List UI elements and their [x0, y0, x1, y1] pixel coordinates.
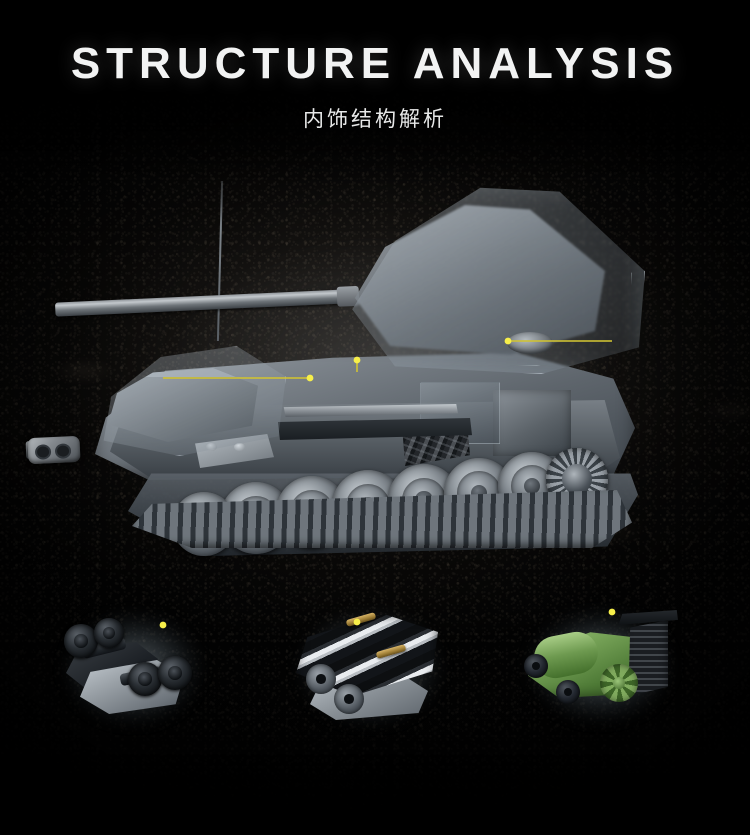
detail-part-suspension: suspension-bogie-assembly — [34, 582, 232, 748]
bogie-wheel — [94, 618, 124, 648]
detail-part-engine: engine-radiator-assembly — [496, 578, 704, 746]
bogie-wheel — [128, 662, 162, 696]
track-assembly — [128, 438, 638, 556]
muzzle-brake — [27, 435, 81, 465]
page-title: STRUCTURE ANALYSIS — [70, 39, 680, 88]
page-subtitle: 内饰结构解析 — [303, 108, 447, 131]
engine-fan — [600, 664, 638, 702]
detail-part-ammunition: ammunition-shell-rack — [266, 578, 474, 750]
header: STRUCTURE ANALYSIS 内饰结构解析 — [0, 0, 750, 133]
engine-pulley — [556, 680, 580, 704]
tank-model — [0, 150, 750, 570]
rack-end-cap — [334, 684, 364, 714]
rack-end-cap — [306, 664, 336, 694]
bogie-wheel — [64, 624, 98, 658]
detail-parts-row: suspension-bogie-assembly ammunition-she… — [0, 578, 750, 750]
engine-pulley — [524, 654, 548, 678]
commander-hatch — [507, 332, 553, 354]
bogie-wheel — [158, 656, 192, 690]
